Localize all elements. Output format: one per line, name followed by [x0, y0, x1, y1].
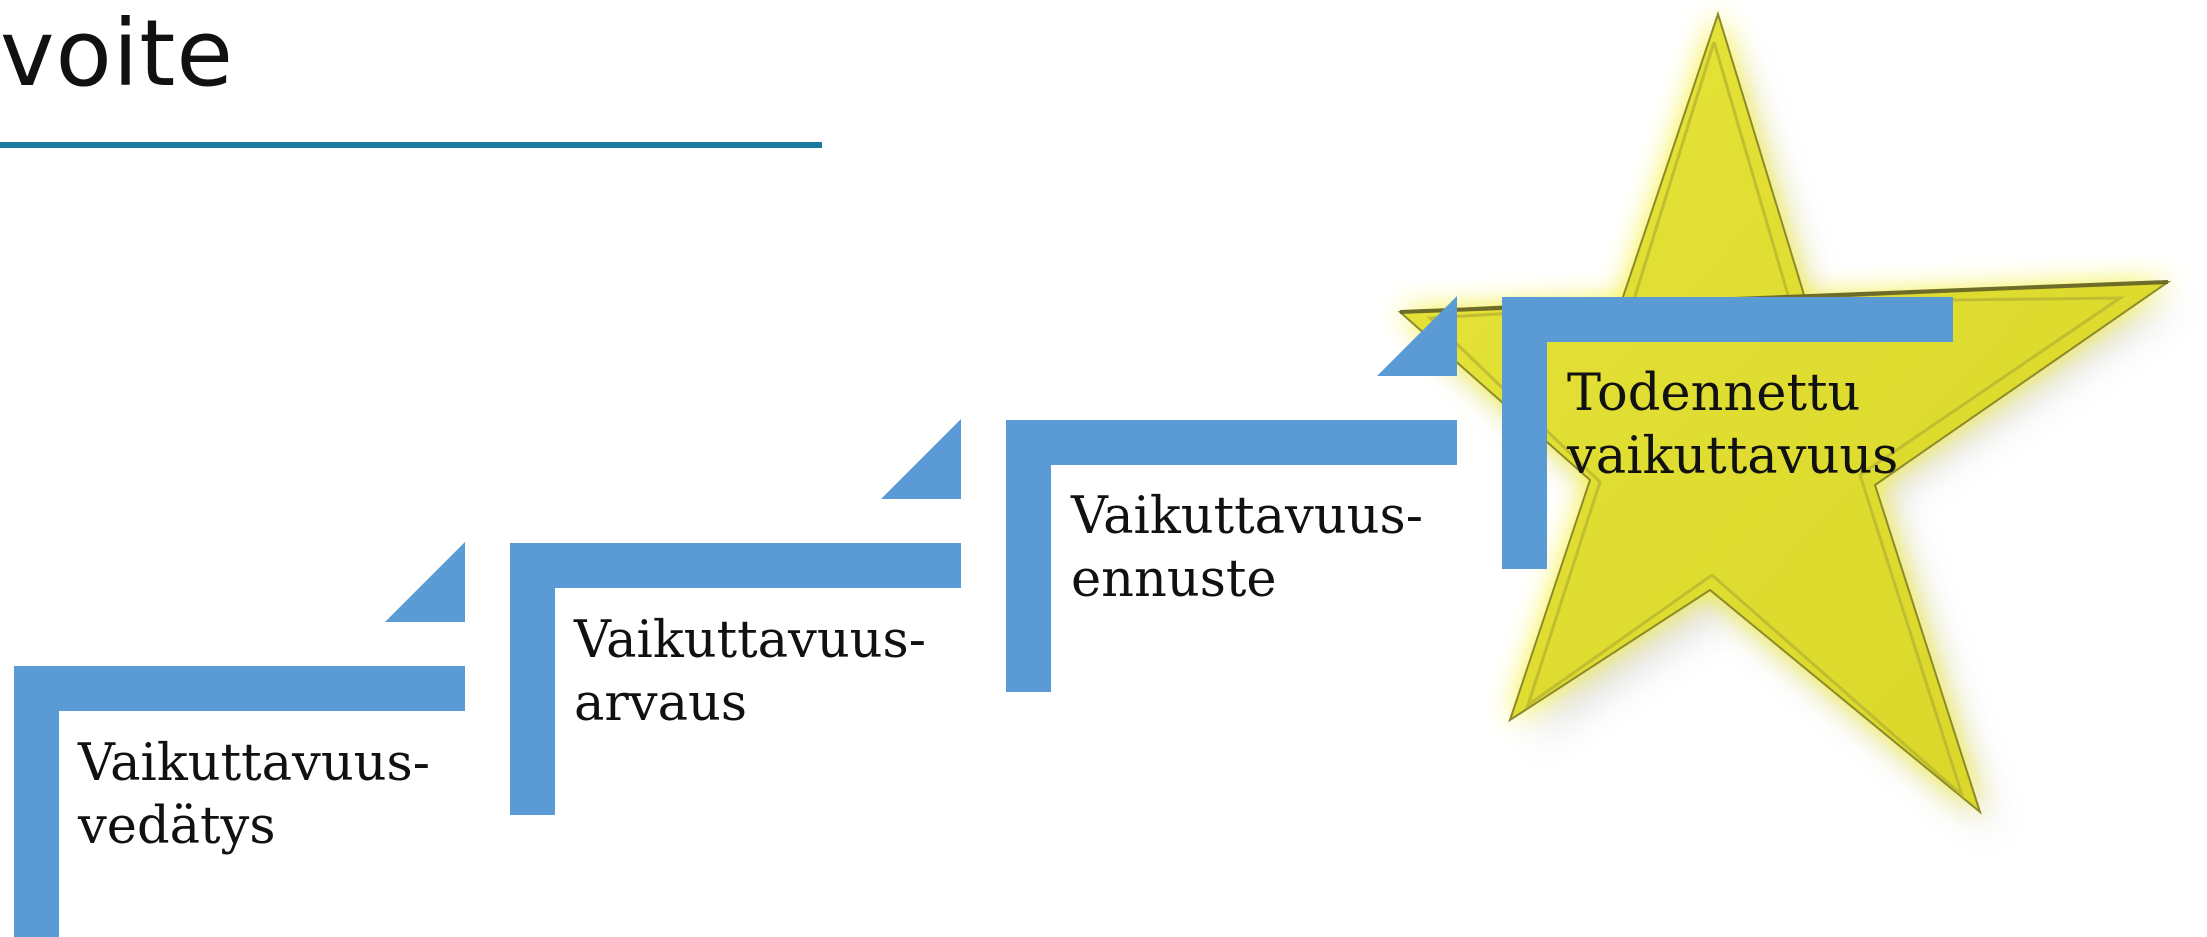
- title-underline: [0, 142, 822, 148]
- step-3-top-bar: [1006, 420, 1457, 465]
- step-3-arrow-tip: [1377, 296, 1457, 376]
- step-2-label: Vaikuttavuus- arvaus: [574, 611, 926, 733]
- step-4-side-bar: [1502, 297, 1547, 569]
- step-3-side-bar: [1006, 420, 1051, 692]
- step-4-top-bar: [1502, 297, 1953, 342]
- step-2-arrow-tip: [881, 419, 961, 499]
- step-4-label: Todennettu vaikuttavuus: [1567, 364, 1899, 486]
- step-1-arrow-tip: [385, 542, 465, 622]
- step-3-label: Vaikuttavuus- ennuste: [1071, 487, 1423, 609]
- step-1-top-bar: [14, 666, 465, 711]
- page-title: voite: [0, 0, 234, 107]
- step-2-side-bar: [510, 543, 555, 815]
- step-2-top-bar: [510, 543, 961, 588]
- step-1-label: Vaikuttavuus- vedätys: [78, 734, 430, 856]
- step-1-side-bar: [14, 666, 59, 937]
